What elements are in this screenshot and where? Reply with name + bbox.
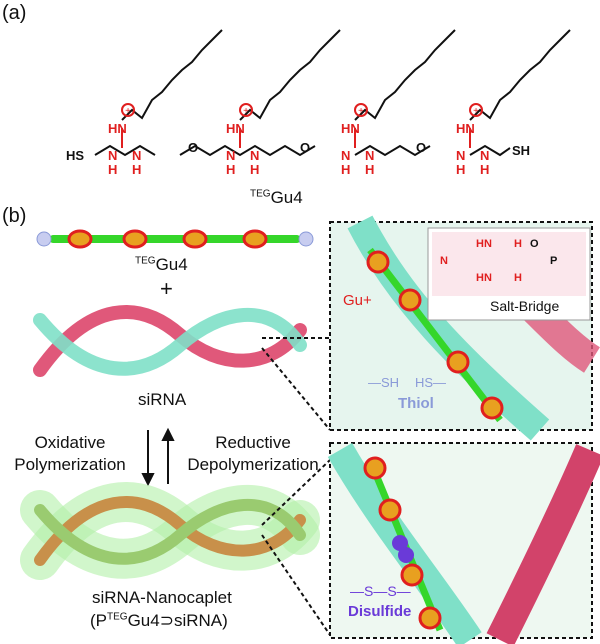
guanidinium-groups <box>121 103 483 148</box>
chem-h-2: H <box>514 272 522 284</box>
svg-text:N: N <box>480 148 489 163</box>
svg-text:HS: HS <box>66 148 84 163</box>
nanocaplet-formula: (PTEGGu4⊃siRNA) <box>90 611 228 630</box>
positive-charge-icon-3 <box>354 103 368 117</box>
svg-text:H: H <box>480 162 489 177</box>
svg-text:N: N <box>108 148 117 163</box>
salt-bridge-label: Salt-Bridge <box>490 298 560 314</box>
svg-text:HN: HN <box>341 121 360 136</box>
positive-charge-icon-1 <box>121 103 135 117</box>
svg-text:N: N <box>226 148 235 163</box>
chem-h-1: H <box>514 238 522 250</box>
svg-text:H: H <box>108 162 117 177</box>
teg-chain-3 <box>354 29 456 121</box>
svg-text:H: H <box>132 162 141 177</box>
chem-n: N <box>440 255 448 267</box>
teg-chain-2 <box>239 29 341 121</box>
svg-text:+: + <box>473 106 479 117</box>
backbone-chain <box>94 144 156 157</box>
svg-text:N: N <box>132 148 141 163</box>
svg-text:HN: HN <box>456 121 475 136</box>
svg-text:N: N <box>250 148 259 163</box>
chem-o: O <box>530 238 539 250</box>
svg-text:H: H <box>341 162 350 177</box>
svg-text:+: + <box>358 106 364 117</box>
svg-text:+: + <box>243 106 249 117</box>
nanocaplet-label: siRNA-Nanocaplet <box>92 588 232 607</box>
inset-top <box>329 215 600 441</box>
svg-text:N: N <box>341 148 350 163</box>
svg-text:O: O <box>300 140 310 155</box>
sh-label: —SH <box>368 375 400 390</box>
svg-text:O: O <box>188 140 198 155</box>
svg-text:N: N <box>365 148 374 163</box>
plus-sign: + <box>160 276 173 301</box>
ss-label: —S—S— <box>350 583 411 599</box>
svg-text:+: + <box>125 106 131 117</box>
top-molecule-label: TEGGu4 <box>135 255 188 274</box>
zoom-connectors <box>261 337 331 636</box>
teg-chain-4 <box>469 29 571 121</box>
nanocaplet-helix <box>20 482 320 580</box>
panel-b-label: (b) <box>2 205 27 227</box>
reaction-arrows <box>141 427 175 487</box>
svg-text:N: N <box>456 148 465 163</box>
sirna-helix <box>33 305 307 377</box>
sirna-label: siRNA <box>138 390 187 409</box>
svg-text:H: H <box>456 162 465 177</box>
chem-hn-1: HN <box>476 238 492 250</box>
positive-charge-icon-2 <box>239 103 253 117</box>
svg-text:O: O <box>416 140 426 155</box>
svg-text:HN: HN <box>108 121 127 136</box>
teg-gu4-structure <box>94 29 571 157</box>
chem-hn-2: HN <box>476 272 492 284</box>
svg-text:HN: HN <box>226 121 245 136</box>
chem-p: P <box>550 255 558 267</box>
hs-label: HS— <box>415 375 447 390</box>
disulfide-label: Disulfide <box>348 603 412 620</box>
teg-gu4-bar <box>36 229 314 249</box>
svg-text:H: H <box>365 162 374 177</box>
svg-text:H: H <box>226 162 235 177</box>
svg-text:H: H <box>250 162 259 177</box>
inset-bottom <box>327 442 600 644</box>
positive-charge-icon-4 <box>469 103 483 117</box>
gu-label: Gu+ <box>343 292 372 309</box>
compound-label: TEGGu4 <box>250 188 303 207</box>
svg-text:SH: SH <box>512 143 530 158</box>
thiol-label: Thiol <box>398 395 434 412</box>
panel-a-label: (a) <box>2 2 27 24</box>
teg-chain-1 <box>121 29 223 121</box>
